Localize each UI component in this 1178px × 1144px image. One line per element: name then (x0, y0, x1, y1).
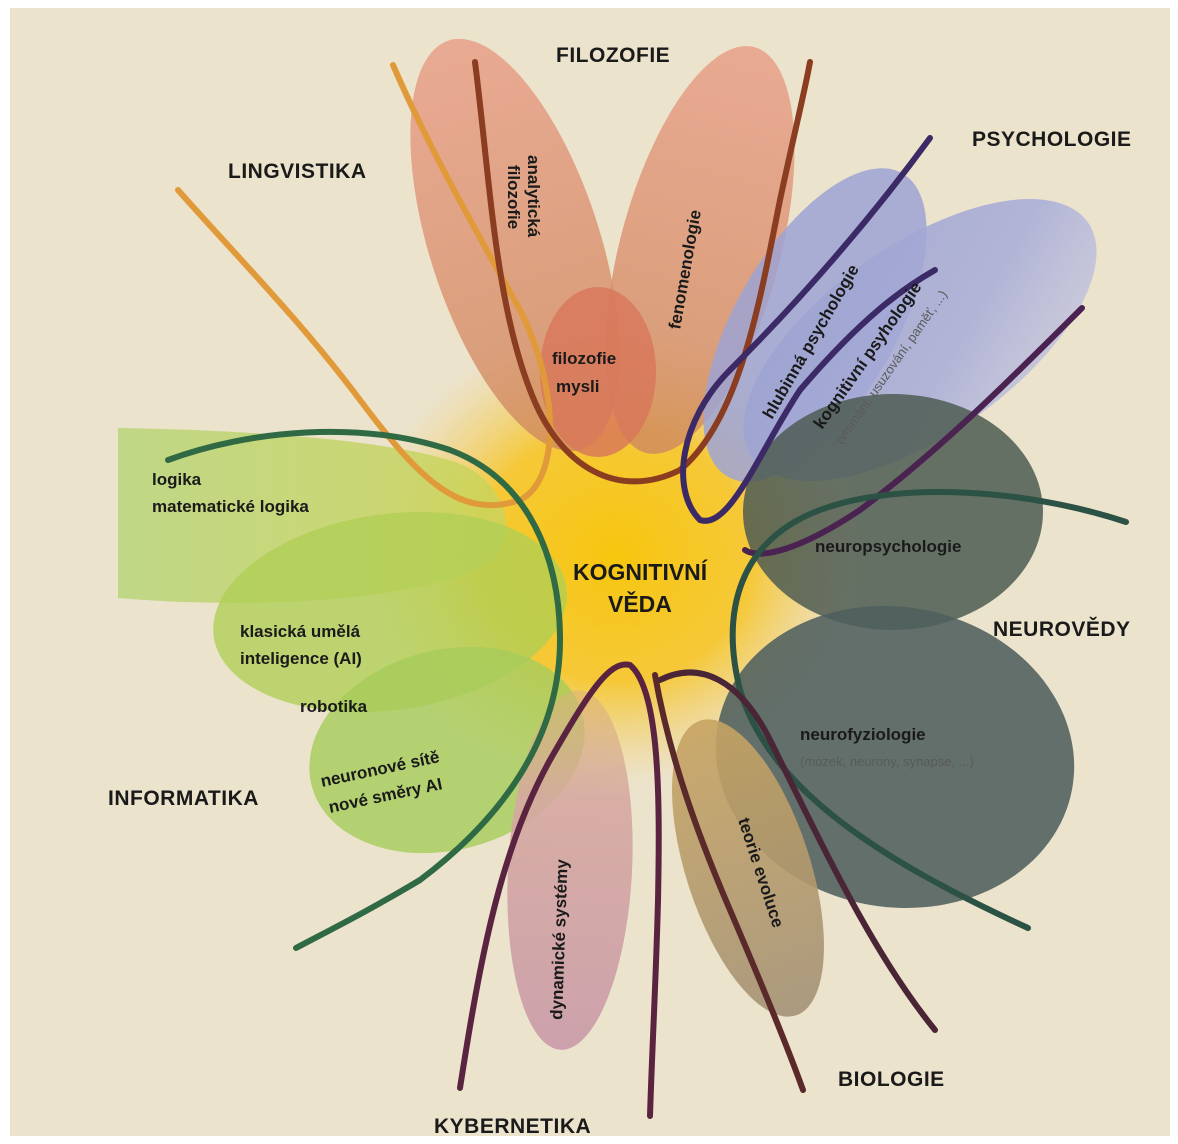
neurovedy-boundary (729, 489, 1129, 931)
logika-label-2: matematické logika (152, 497, 309, 516)
field-label-kybernetika: KYBERNETIKA (434, 1115, 591, 1138)
psychologie-boundary-2 (742, 305, 1085, 557)
neurovedy-cluster (715, 394, 1075, 908)
neuropsychologie-petal (743, 394, 1043, 630)
field-label-filozofie: FILOZOFIE (556, 44, 670, 67)
filozofie-mysli-label-1: filozofie (552, 349, 616, 368)
filozofie-mysli-label-2: mysli (556, 377, 599, 396)
klasicka-ai-label-2: inteligence (AI) (240, 649, 362, 668)
klasicka-ai-label-1: klasická umělá (240, 622, 361, 641)
neurofyziologie-label: neurofyziologie (800, 725, 926, 744)
analyticka-filozofie-label-1: analytická (524, 155, 543, 238)
field-boundaries (165, 59, 1129, 1119)
center-label: KOGNITIVNÍ VĚDA (573, 558, 708, 617)
analyticka-filozofie-label-2: filozofie (504, 165, 523, 229)
center-label-line2: VĚDA (608, 590, 672, 617)
kybernetika-boundary (457, 661, 662, 1119)
field-label-informatika: INFORMATIKA (108, 787, 259, 810)
neurofyziologie-petal (715, 606, 1075, 908)
neuropsychologie-label: neuropsychologie (815, 537, 961, 556)
field-labels: FILOZOFIE LINGVISTIKA PSYCHOLOGIE NEUROV… (108, 44, 1132, 1138)
filozofie-mysli-petal (540, 287, 656, 457)
informatika-boundary (165, 428, 564, 951)
informatika-cluster (118, 428, 585, 854)
filozofie-boundary (472, 59, 813, 485)
teorie-evoluce-petal (672, 719, 824, 1017)
center-label-line1: KOGNITIVNÍ (573, 558, 708, 585)
field-label-lingvistika: LINGVISTIKA (228, 160, 367, 183)
field-label-neurovedy: NEUROVĚDY (993, 617, 1131, 641)
logika-label-1: logika (152, 470, 202, 489)
biologie-boundary-2 (652, 672, 806, 1093)
biologie-boundary (657, 669, 938, 1033)
neurofyziologie-note: (mozek, neurony, synapse, ...) (800, 754, 974, 769)
field-label-biologie: BIOLOGIE (838, 1068, 945, 1091)
psychologie-boundary-1 (680, 135, 938, 524)
field-label-psychologie: PSYCHOLOGIE (972, 128, 1132, 151)
robotika-label: robotika (300, 697, 368, 716)
